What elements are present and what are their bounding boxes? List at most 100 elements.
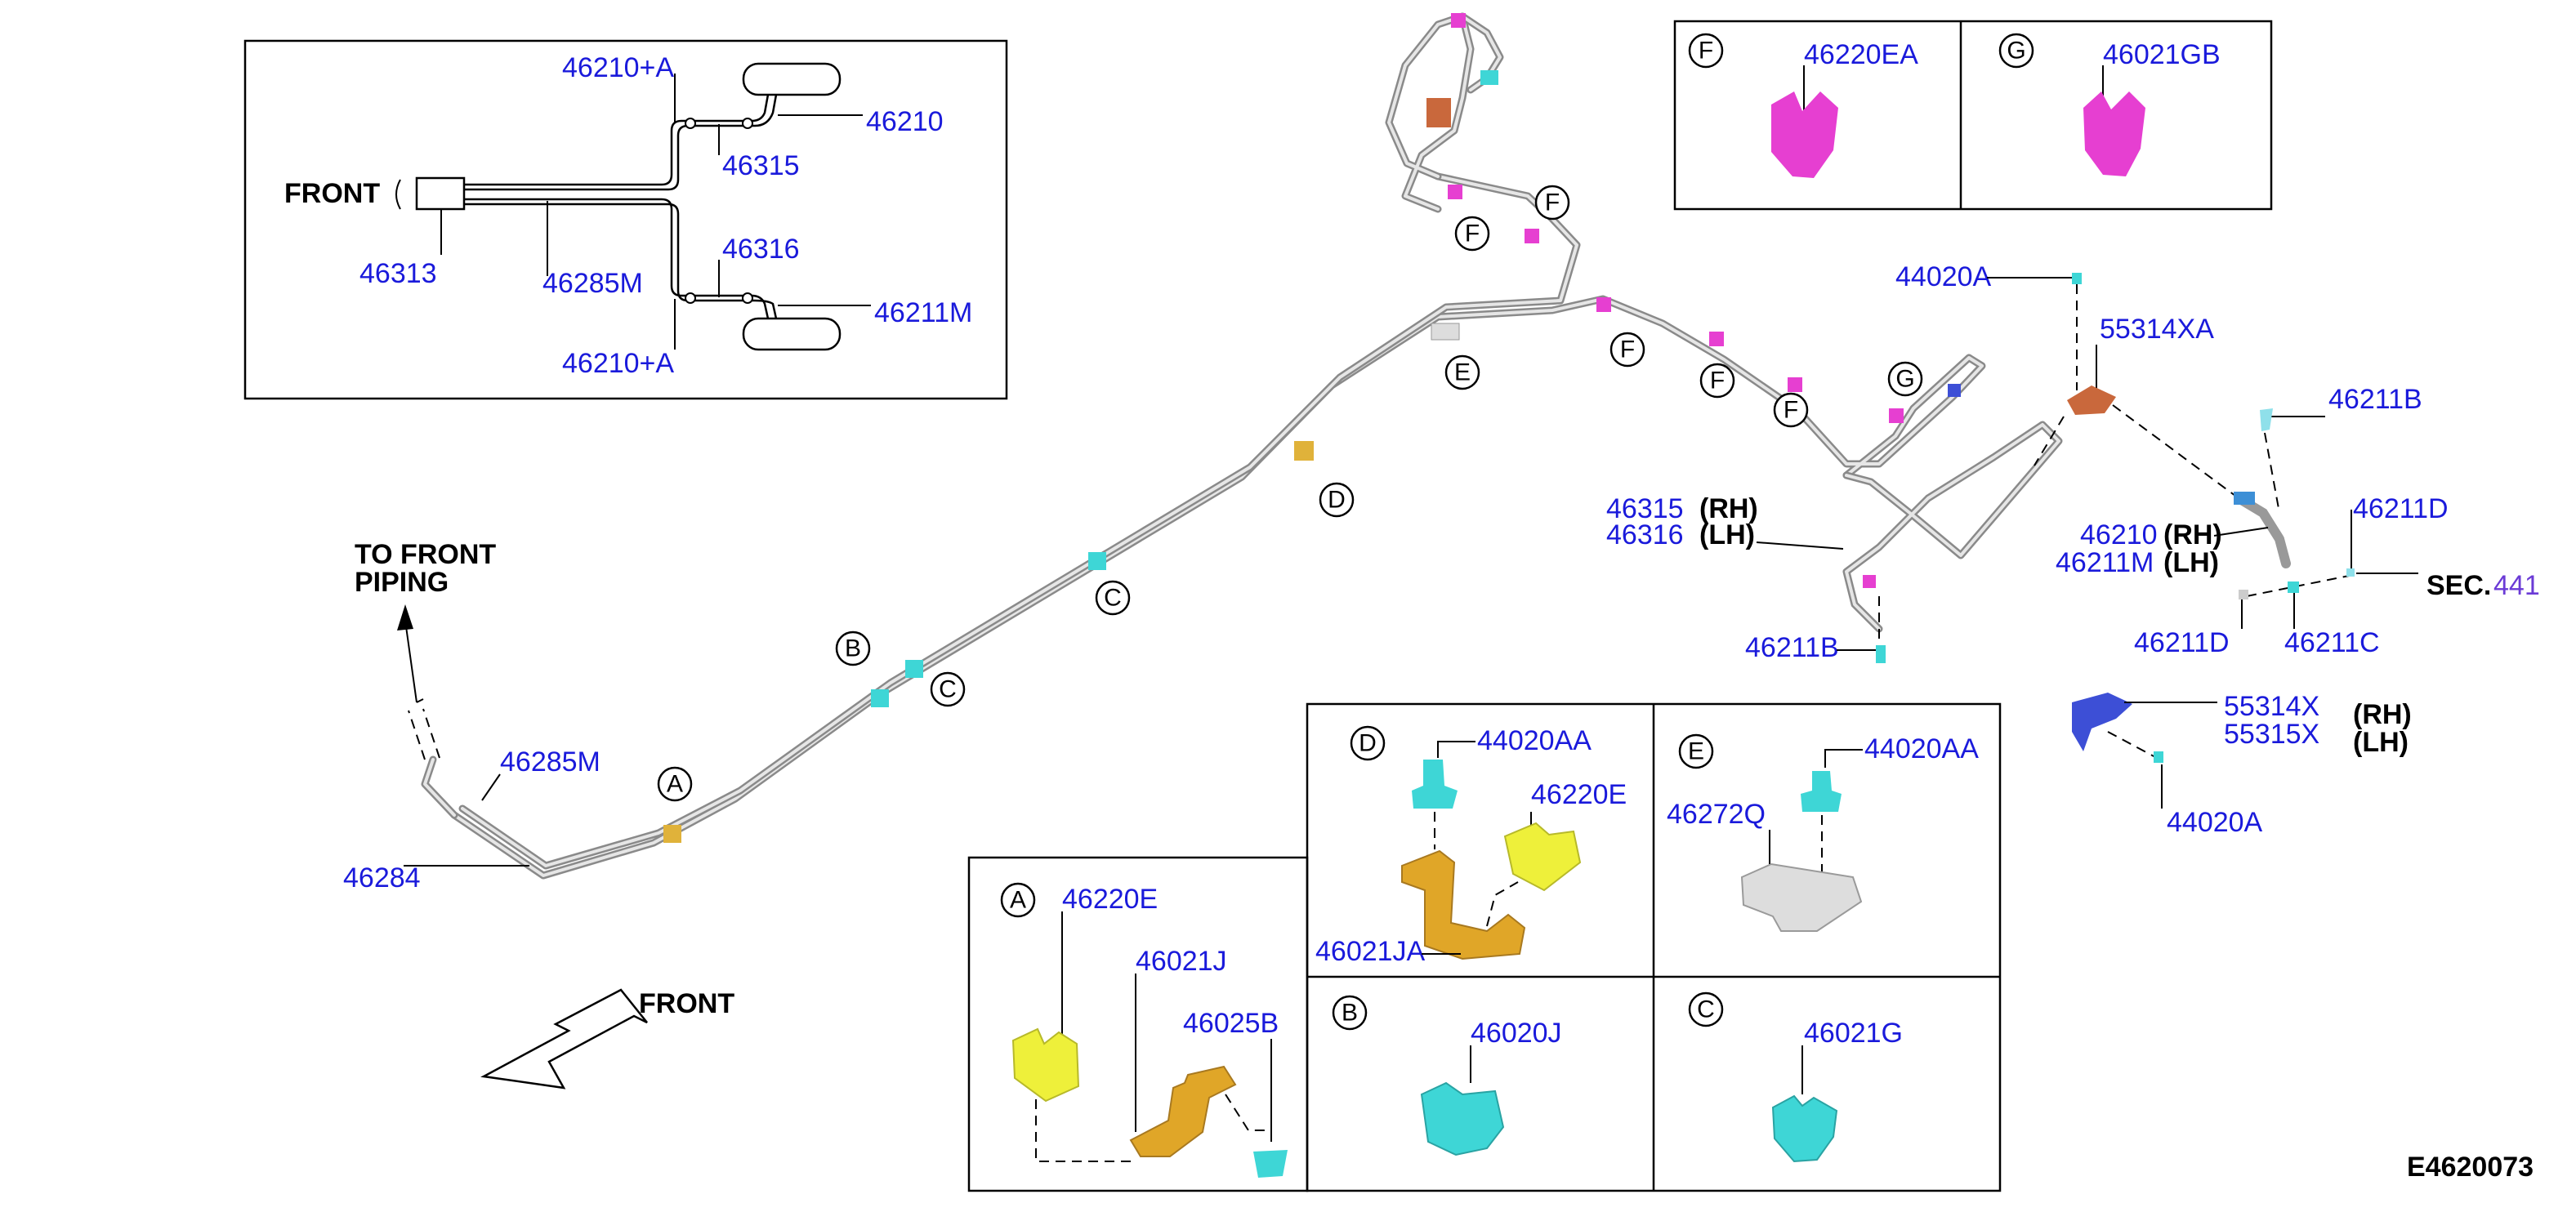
- clip-46021gb-icon: [2083, 91, 2145, 176]
- label-46315: 46315: [722, 150, 800, 181]
- label-46316: 46316: [722, 234, 800, 265]
- bracket-top-icon: [1426, 98, 1451, 127]
- detail-g-letter: G: [2007, 38, 2025, 65]
- label-rh-3: (RH): [2353, 699, 2412, 730]
- label-46211b-lower: 46211B: [1745, 632, 1839, 663]
- schematic-front-label: FRONT: [284, 178, 380, 209]
- bracket-46021ja-icon: [1401, 849, 1526, 960]
- bracket-55314xa-icon: [2067, 385, 2116, 415]
- clip-c2-icon: [1088, 552, 1106, 570]
- label-sec-number: 441: [2493, 570, 2540, 601]
- label-46211m-lh: 46211M: [2056, 547, 2154, 578]
- callout-c1: C: [939, 676, 957, 703]
- detail-a-p2: 46021J: [1136, 946, 1227, 977]
- detail-b-part: 46020J: [1471, 1018, 1562, 1049]
- detail-f-letter: F: [1699, 38, 1713, 65]
- callout-f3: F: [1620, 336, 1635, 363]
- label-46313: 46313: [359, 258, 437, 289]
- label-main-46284: 46284: [343, 862, 421, 893]
- clip-top-cyan-icon: [1480, 70, 1498, 85]
- label-46211m: 46211M: [874, 297, 972, 328]
- clip-c1-icon: [905, 660, 923, 678]
- label-46211c: 46211C: [2284, 627, 2380, 658]
- callout-b: B: [845, 635, 861, 662]
- detail-e-letter: E: [1688, 738, 1704, 765]
- detail-c-part: 46021G: [1804, 1018, 1903, 1049]
- detail-d-p2: 46220E: [1531, 779, 1627, 810]
- front-arrow-icon: [480, 988, 648, 1089]
- callout-d: D: [1328, 487, 1346, 514]
- detail-e-p1: 44020AA: [1864, 733, 1979, 764]
- clip-46211d-bottom-icon: [2239, 590, 2248, 599]
- bolt-44020a-bottom-icon: [2154, 751, 2163, 763]
- callout-f2: F: [1545, 189, 1560, 216]
- detail-fg-frame: [1673, 20, 2273, 211]
- clip-46211c-icon: [2288, 581, 2299, 593]
- callout-a: A: [667, 771, 683, 798]
- clip-f5-icon: [1788, 377, 1802, 392]
- label-46210a-top: 46210+A: [562, 52, 674, 83]
- clip-f1-icon: [1448, 185, 1462, 199]
- callout-f4: F: [1710, 368, 1725, 394]
- clip-top-icon: [1451, 13, 1466, 28]
- callouts: A B C C D E F F F F F G: [657, 185, 1923, 802]
- hose-fitting-icon: [2234, 492, 2255, 505]
- detail-b-letter: B: [1342, 1000, 1358, 1027]
- detail-de-box: D 44020AA 46220E 46021JA E 44020AA 46272…: [1306, 702, 2002, 1192]
- detail-c-letter: C: [1697, 996, 1715, 1023]
- label-55315x: 55315X: [2224, 719, 2319, 750]
- label-46210a-bottom: 46210+A: [562, 348, 674, 379]
- label-46211b-right: 46211B: [2328, 384, 2422, 415]
- label-46210: 46210: [866, 106, 944, 137]
- label-main-46316: 46316: [1606, 519, 1684, 550]
- detail-a-box: A 46220E 46021J 46025B: [967, 856, 1309, 1192]
- label-46211d-bottom: 46211D: [2134, 627, 2230, 658]
- callout-f5: F: [1784, 397, 1798, 424]
- clip-f3-icon: [1596, 297, 1611, 312]
- clip-f4-icon: [1709, 332, 1724, 346]
- label-main-46315: 46315: [1606, 493, 1684, 524]
- label-46211d-top: 46211D: [2353, 493, 2449, 524]
- label-46210-rh: 46210: [2080, 519, 2158, 550]
- label-main-46285m: 46285M: [500, 746, 600, 778]
- detail-a-p3: 46025B: [1183, 1008, 1279, 1039]
- diagram-code: E4620073: [2407, 1152, 2534, 1183]
- clip-46272q-icon: [1740, 862, 1863, 932]
- label-44020a-top: 44020A: [1895, 261, 1992, 292]
- bracket-55314x-icon: [2072, 693, 2132, 751]
- connector-46313-icon: [415, 176, 466, 211]
- to-front-label-1: TO FRONT: [355, 539, 496, 570]
- clip-lower-icon: [1863, 575, 1876, 588]
- detail-d-letter: D: [1359, 730, 1377, 757]
- label-lh-2: (LH): [2163, 547, 2219, 578]
- clip-a-icon: [663, 825, 681, 843]
- label-46285m: 46285M: [542, 268, 643, 299]
- clip-g-icon: [1889, 408, 1904, 423]
- clip-f2-icon: [1525, 229, 1539, 243]
- label-sec-prefix: SEC.: [2426, 570, 2491, 601]
- clip-46211b-right-icon: [2260, 408, 2273, 431]
- clip-46211d-top-icon: [2346, 568, 2355, 577]
- schematic-inset: FRONT 46210+A 46210 46315 46313 46285M 4…: [243, 39, 1008, 400]
- detail-d-p1: 44020AA: [1477, 725, 1592, 756]
- clip-b-icon: [871, 689, 889, 707]
- detail-a-letter: A: [1010, 887, 1026, 914]
- nut-46025b-icon: [1253, 1150, 1288, 1178]
- callout-c2: C: [1104, 585, 1122, 612]
- tire-rh-icon: [742, 62, 842, 96]
- clip-46020j-icon: [1420, 1081, 1505, 1156]
- clip-46211b-lower-icon: [1876, 645, 1886, 663]
- bracket-46021j-icon: [1129, 1065, 1237, 1157]
- callout-g: G: [1895, 366, 1914, 393]
- tire-lh-icon: [742, 317, 842, 351]
- clip-e-icon: [1431, 323, 1460, 341]
- callout-e: E: [1454, 359, 1471, 386]
- detail-fg-box: F 46220EA G 46021GB: [1673, 20, 2273, 211]
- clip-d-icon: [1294, 441, 1314, 461]
- label-rh-2: (RH): [2163, 519, 2222, 550]
- label-44020a-bottom: 44020A: [2167, 807, 2263, 838]
- label-lh-1: (LH): [1699, 519, 1755, 550]
- bolt-44020aa-d-icon: [1412, 760, 1458, 809]
- label-55314x: 55314X: [2224, 691, 2319, 722]
